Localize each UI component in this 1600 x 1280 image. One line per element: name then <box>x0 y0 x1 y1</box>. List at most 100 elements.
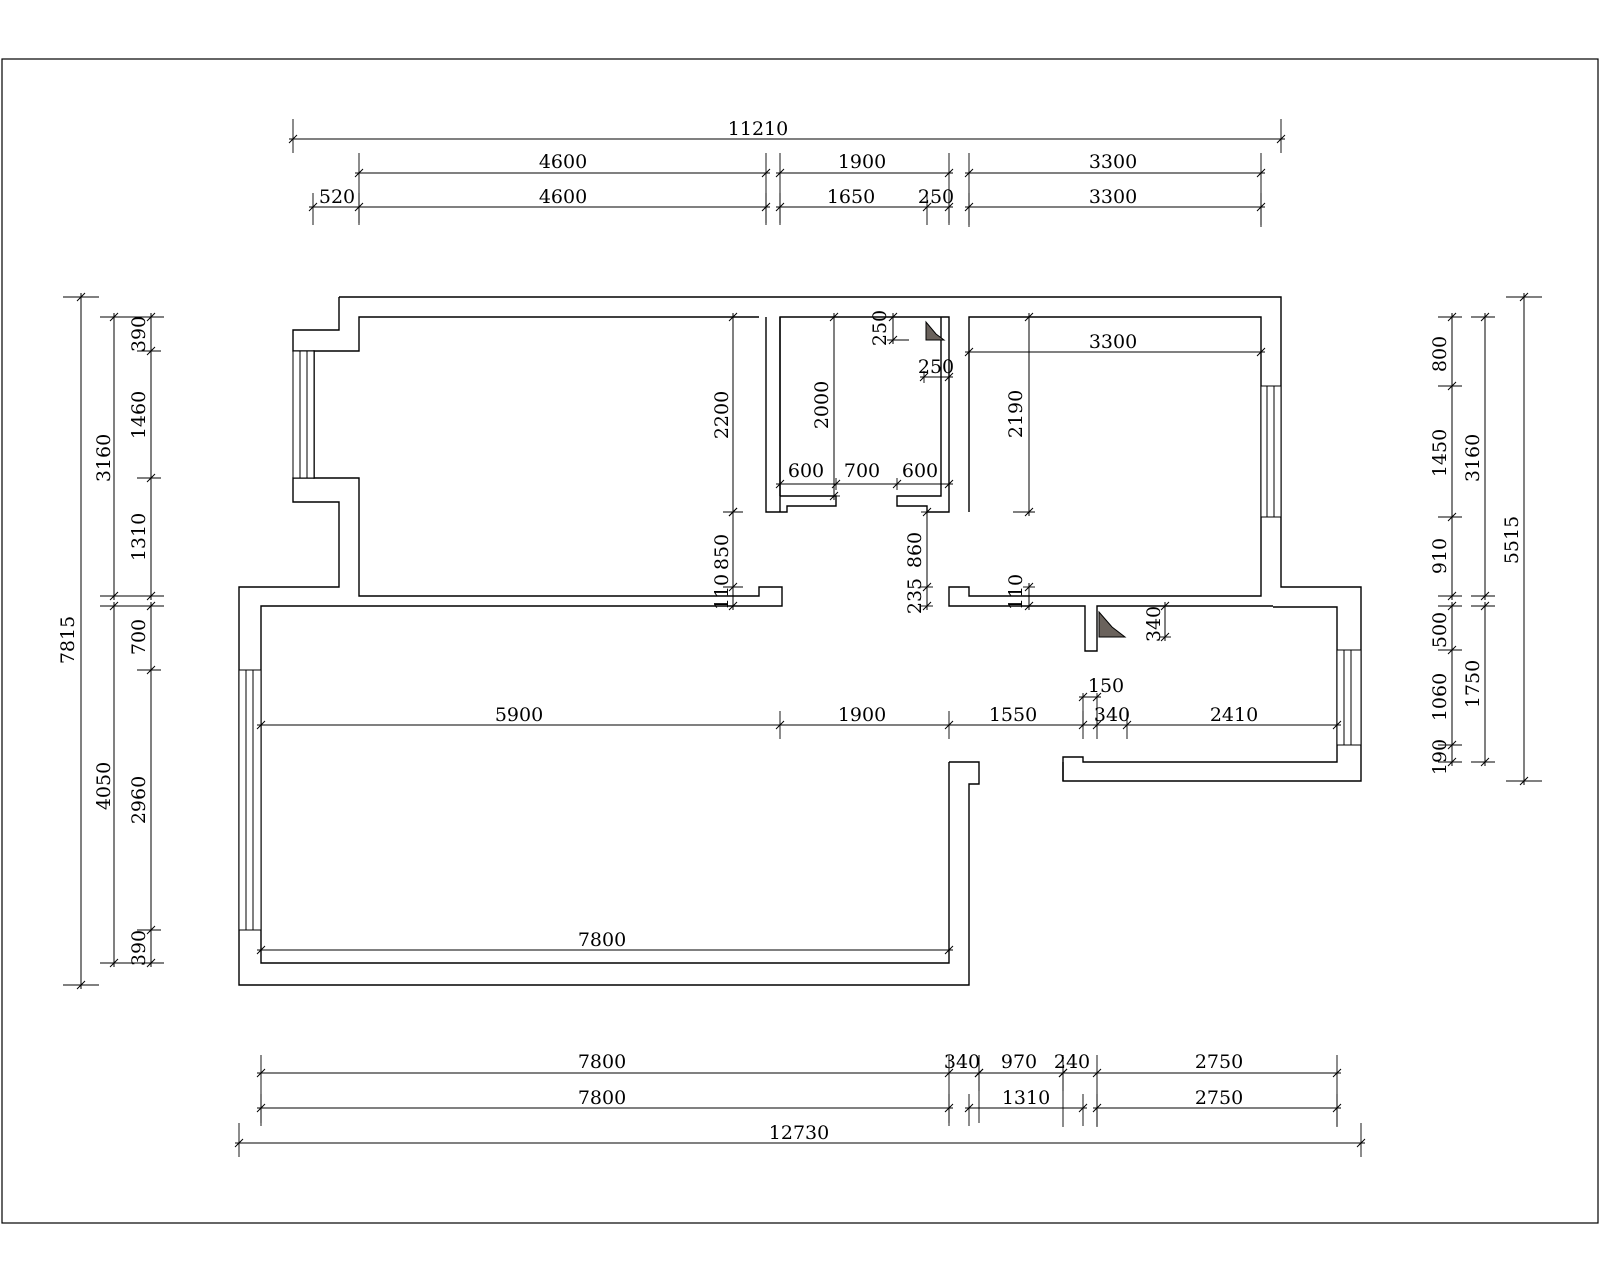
dim-bottom-row2-a-tick-0 <box>256 1103 266 1113</box>
dim-bottom-row2-c-tick-1 <box>1332 1103 1342 1113</box>
dim-living-5: 2410 <box>1210 704 1258 726</box>
dim-right-inner-b-tick-1 <box>1447 645 1457 655</box>
dim-left-inner-4: 700 <box>128 619 150 655</box>
dim-right-inner-a-tick-2 <box>1447 512 1457 522</box>
dim-left-overall-tick-1 <box>76 980 86 990</box>
dim-right-mid-2: 1750 <box>1462 660 1484 708</box>
dim-left-inner-a-tick-3 <box>146 591 156 601</box>
dim-int-bedroom-right-wall-tick-1 <box>1024 601 1034 611</box>
drawing-frame <box>1 58 1599 1224</box>
dim-bottom-row2-a-tick-1 <box>944 1103 954 1113</box>
dim-right-overall-tick-1 <box>1519 776 1529 786</box>
dim-bottom-r1-2: 340 <box>944 1051 980 1073</box>
dim-bottom-overall: 12730 <box>769 1122 829 1144</box>
dim-top-row1-c-tick-1 <box>1256 168 1266 178</box>
dim-bottom-row2-c-tick-0 <box>1092 1103 1102 1113</box>
dim-bedroom-left-wall: 110 <box>711 574 733 610</box>
dim-left-mid-2: 4050 <box>93 762 115 810</box>
dim-living-2: 1900 <box>838 704 886 726</box>
dim-living-4: 340 <box>1094 704 1130 726</box>
dim-top-row1-a-tick-0 <box>354 168 364 178</box>
dim-top-overall-tick-0 <box>288 134 298 144</box>
dim-right-inner-1: 800 <box>1429 336 1451 372</box>
dim-bottom-overall-tick-0 <box>234 1138 244 1148</box>
dim-int-corridor-tick-1 <box>922 582 932 592</box>
dimension-labels: 11210 4600 1900 3300 520 4600 1650 250 3… <box>57 118 1523 1144</box>
dim-right-inner-a-tick-3 <box>1447 591 1457 601</box>
window-right-upper <box>1260 385 1282 518</box>
dim-bath-width-1: 600 <box>788 460 824 482</box>
dim-int-bath-height-tick-0 <box>829 312 839 322</box>
dim-left-inner-5: 2960 <box>128 776 150 824</box>
dim-left-overall-tick-0 <box>76 292 86 302</box>
dim-bath-shaft-a: 250 <box>869 310 891 346</box>
dim-right-mid-a-tick-0 <box>1480 312 1490 322</box>
dim-int-bedroom-left-b-tick-2 <box>728 601 738 611</box>
windows <box>238 350 1362 931</box>
dim-int-bath-widths-tick-2 <box>892 479 902 489</box>
dim-int-bath-shaft-b-tick-0 <box>919 372 929 382</box>
dim-int-bath-height-tick-1 <box>829 491 839 501</box>
dim-int-bath-shaft-a-tick-1 <box>888 335 898 345</box>
dim-int-bedroom-right-height-tick-1 <box>1024 507 1034 517</box>
dim-int-living-small-tick-0 <box>1078 692 1088 702</box>
window-right-lower <box>1336 649 1362 746</box>
bedroom-left-inner <box>260 316 950 964</box>
dim-kitchen-shaft: 340 <box>1143 606 1165 642</box>
dim-top-row2-a-tick-0 <box>308 202 318 212</box>
window-left-lower <box>238 669 262 931</box>
dim-top-r1-2: 1900 <box>838 151 886 173</box>
dim-right-inner-3: 910 <box>1429 538 1451 574</box>
dim-right-inner-4: 500 <box>1429 612 1451 648</box>
dim-bottom-row1-c-tick-0 <box>1058 1068 1068 1078</box>
dim-left-mid-b-tick-1 <box>109 958 119 968</box>
dim-bottom-r1-5: 2750 <box>1195 1051 1243 1073</box>
dim-int-bedroom-left-b-tick-1 <box>728 582 738 592</box>
dim-bedroom-right-wall: 110 <box>1005 574 1027 610</box>
dim-int-bedroom-right-width-tick-0 <box>964 347 974 357</box>
dim-bottom-r1-4: 240 <box>1054 1051 1090 1073</box>
dim-int-bath-widths-tick-1 <box>831 479 841 489</box>
dim-int-kitchen-shaft-tick-1 <box>1160 632 1170 642</box>
dim-int-living-row-tick-1 <box>775 720 785 730</box>
dim-top-r1-1: 4600 <box>539 151 587 173</box>
dim-int-living-bottom-tick-0 <box>256 945 266 955</box>
dim-right-inner-2: 1450 <box>1429 429 1451 477</box>
dim-bedroom-right-height: 2190 <box>1005 390 1027 438</box>
dim-top-row2-b-tick-0 <box>775 202 785 212</box>
dim-int-bath-widths-tick-3 <box>944 479 954 489</box>
dim-right-mid-1: 3160 <box>1462 434 1484 482</box>
dim-right-inner-b-tick-0 <box>1447 601 1457 611</box>
dim-top-row2-a-tick-1 <box>354 202 364 212</box>
dim-right-mid-b-tick-1 <box>1480 757 1490 767</box>
dim-int-bath-shaft-a-tick-0 <box>888 312 898 322</box>
dim-living-3: 1550 <box>989 704 1037 726</box>
dim-bottom-row2-b-tick-0 <box>964 1103 974 1113</box>
dim-right-inner-a-tick-1 <box>1447 381 1457 391</box>
dim-top-r2-4: 250 <box>918 186 954 208</box>
dim-int-bedroom-right-height-tick-0 <box>1024 312 1034 322</box>
dim-bottom-r1-1: 7800 <box>578 1051 626 1073</box>
dim-left-mid-1: 3160 <box>93 434 115 482</box>
dim-right-overall-tick-0 <box>1519 292 1529 302</box>
dim-bottom-r2-3: 2750 <box>1195 1087 1243 1109</box>
dim-top-row2-b-tick-2 <box>944 202 954 212</box>
dim-bedroom-right-width: 3300 <box>1089 331 1137 353</box>
dim-top-r2-5: 3300 <box>1089 186 1137 208</box>
dim-bottom-row1-c-tick-1 <box>1092 1068 1102 1078</box>
dim-top-r2-3: 1650 <box>827 186 875 208</box>
dim-top-row2-b-tick-1 <box>922 202 932 212</box>
dim-corridor-gap: 860 <box>904 532 926 568</box>
bathroom-outline <box>779 316 950 513</box>
dim-bottom-row1-b-tick-0 <box>974 1068 984 1078</box>
dim-int-living-small-tick-1 <box>1092 692 1102 702</box>
dim-int-living-row-tick-0 <box>256 720 266 730</box>
dim-bottom-row1-a-tick-0 <box>256 1068 266 1078</box>
dim-left-mid-a-tick-1 <box>109 591 119 601</box>
dim-bottom-r1-3: 970 <box>1001 1051 1037 1073</box>
dim-bath-width-3: 600 <box>902 460 938 482</box>
dim-left-inner-1: 390 <box>128 316 150 352</box>
bath-shaft-icon <box>925 320 946 341</box>
outer-wall-left-bottom <box>238 297 980 986</box>
dim-bath-height: 2000 <box>811 381 833 429</box>
